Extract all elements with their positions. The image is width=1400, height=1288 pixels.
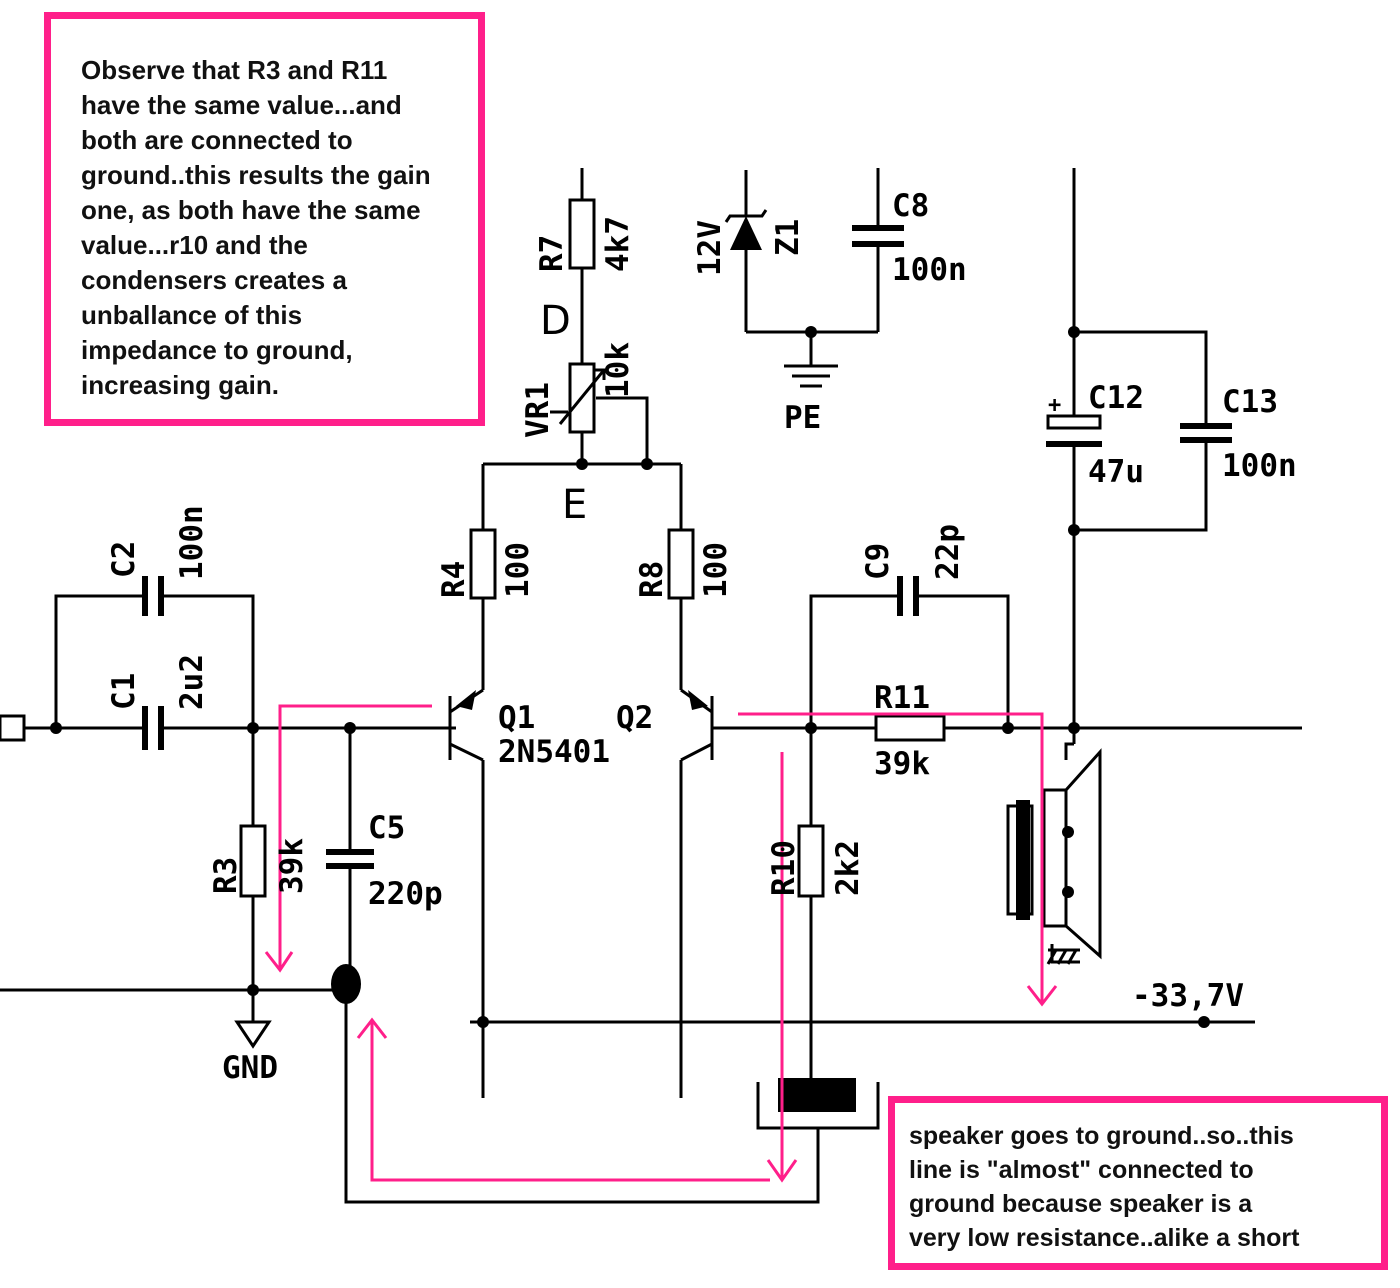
q1-label: Q1 — [498, 700, 535, 736]
c12-plus: + — [1048, 393, 1061, 418]
vr1-value: 10k — [600, 342, 636, 398]
r3-value: 39k — [274, 838, 310, 894]
speaker-icon — [1006, 748, 1102, 960]
annotation-note-speaker: speaker goes to ground..so..this line is… — [888, 1096, 1388, 1270]
r11-label: R11 — [874, 680, 930, 716]
chassis-ground-icon — [1046, 948, 1080, 965]
c13-label: C13 — [1222, 384, 1278, 420]
q1-emitter-arrow-icon — [456, 690, 476, 710]
c13-value: 100n — [1222, 448, 1297, 484]
r4-body — [469, 528, 497, 600]
gnd-icon — [234, 1020, 272, 1049]
c2-value: 100n — [174, 505, 210, 580]
pe-ground-icon — [784, 364, 838, 388]
pe-label: PE — [784, 400, 821, 436]
c5-value: 220p — [368, 876, 443, 912]
gnd-label: GND — [222, 1050, 278, 1086]
q1-type: 2N5401 — [498, 734, 610, 770]
r11-body — [874, 714, 946, 742]
junction-dots — [50, 326, 1210, 1028]
node-d-label: D — [540, 298, 571, 344]
r8-body — [667, 528, 695, 600]
r3-label: R3 — [208, 857, 244, 894]
r8-label: R8 — [634, 561, 670, 598]
c1-label: C1 — [106, 673, 142, 710]
c8-value: 100n — [892, 252, 967, 288]
r8-value: 100 — [698, 542, 734, 598]
annotation-note-gain: Observe that R3 and R11 have the same va… — [44, 12, 485, 426]
negative-rail-label: -33,7V — [1132, 978, 1244, 1014]
zener-icon — [724, 209, 768, 250]
r7-body — [568, 198, 596, 270]
r7-value: 4k7 — [600, 216, 636, 272]
q2-label: Q2 — [616, 700, 653, 736]
c12-label: C12 — [1088, 380, 1144, 416]
wires — [0, 168, 1302, 1204]
c1-value: 2u2 — [174, 654, 210, 710]
c5-label: C5 — [368, 810, 405, 846]
c12-plate-a — [1046, 414, 1102, 430]
c12-value: 47u — [1088, 454, 1144, 490]
c9-label: C9 — [860, 543, 896, 580]
c9-value: 22p — [930, 524, 966, 580]
r4-value: 100 — [500, 542, 536, 598]
capacitors — [142, 225, 1232, 869]
vr1-wiper-icon — [550, 368, 606, 425]
node-e-label: E — [562, 482, 587, 528]
r11-value: 39k — [874, 746, 930, 782]
input-connector-icon — [0, 714, 26, 742]
resistors — [239, 198, 946, 898]
r10-body — [797, 824, 825, 898]
vr1-label: VR1 — [520, 382, 556, 438]
c8-label: C8 — [892, 188, 929, 224]
r3-body — [239, 824, 267, 898]
z1-label: Z1 — [770, 219, 806, 256]
annotation-arrows — [264, 704, 1058, 1183]
r10-value: 2k2 — [830, 840, 866, 896]
r7-label: R7 — [534, 235, 570, 272]
r10-label: R10 — [766, 840, 802, 896]
c2-label: C2 — [106, 541, 142, 578]
q2-emitter-arrow-icon — [688, 690, 708, 710]
z1-value: 12V — [692, 220, 728, 276]
ground-block-icon — [756, 1078, 880, 1130]
r4-label: R4 — [436, 561, 472, 598]
